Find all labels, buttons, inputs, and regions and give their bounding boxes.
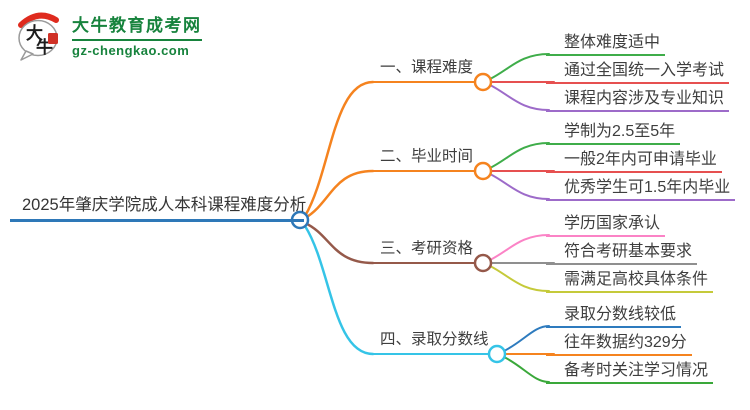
branch-node-circle [473,253,493,273]
child-label: 一般2年内可申请毕业 [546,149,722,173]
branch-connector [303,221,375,265]
child-label: 符合考研基本要求 [546,241,698,265]
branch-label: 三、考研资格 [372,238,475,264]
child-connector [489,84,550,111]
logo-text: 大牛教育成考网 gz-chengkao.com [72,11,202,58]
logo-title: 大牛教育成考网 [72,11,202,41]
branch-label: 四、录取分数线 [372,329,490,355]
branch-connector [303,224,375,356]
branch-node-circle [487,344,507,364]
child-connector [503,356,550,383]
root-topic-label: 2025年肇庆学院成人本科课程难度分析 [10,193,306,222]
branch-node-circle [473,161,493,181]
child-connector [489,142,550,169]
logo-subtitle: gz-chengkao.com [72,43,190,58]
child-label: 往年数据约329分 [546,332,692,356]
branch-label: 一、课程难度 [372,57,475,83]
child-label: 备考时关注学习情况 [546,360,714,384]
branch-connector [303,80,375,218]
logo-seal [48,33,58,44]
child-label: 整体难度适中 [546,32,666,56]
logo-icon-char-top: 大 [26,23,43,43]
child-connector [489,265,550,292]
branch-node-circle [473,72,493,92]
child-label: 课程内容涉及专业知识 [546,88,730,112]
child-label: 学历国家承认 [546,213,666,237]
child-label: 学制为2.5至5年 [546,121,681,145]
child-label: 通过全国统一入学考试 [546,60,730,84]
branch-label: 二、毕业时间 [372,146,475,172]
logo: 大 牛 大牛教育成考网 gz-chengkao.com [14,8,202,61]
child-label: 录取分数线较低 [546,304,682,328]
child-connector [489,53,550,80]
child-connector [503,325,550,352]
logo-icon: 大 牛 [18,12,59,61]
child-label: 优秀学生可1.5年内毕业 [546,177,736,201]
child-connector [489,173,550,200]
child-label: 需满足高校具体条件 [546,269,714,293]
child-connector [489,234,550,261]
branch-connector [303,169,375,220]
